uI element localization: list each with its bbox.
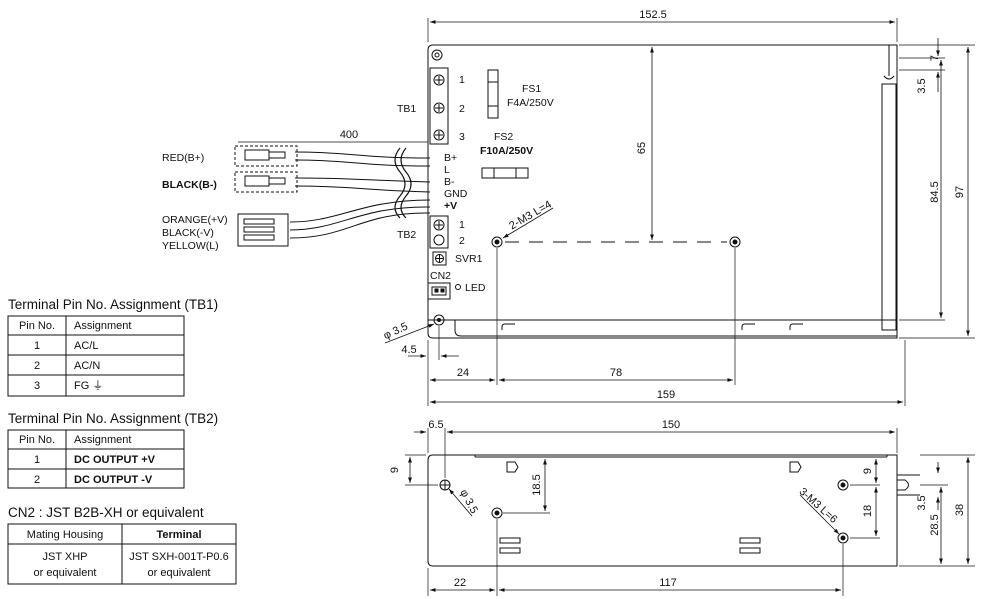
fs2-rating: F10A/250V: [480, 145, 533, 157]
dim-9-right: 9: [862, 468, 874, 474]
dim-6-5: 6.5: [428, 419, 443, 431]
dim-22: 22: [454, 577, 466, 589]
screw-callout-top: 2-M3 L=4: [507, 199, 554, 233]
tb1-header-pin: Pin No.: [19, 320, 55, 332]
dim-97: 97: [954, 186, 966, 198]
wire-length: 400: [340, 129, 358, 141]
tb2-header-assignment: Assignment: [74, 434, 131, 446]
terminal-plus-v: +V: [444, 200, 457, 212]
wire-black-v: BLACK(-V): [162, 227, 214, 239]
dim-3-5-top: 3.5: [916, 78, 928, 93]
dim-18-5: 18.5: [531, 474, 543, 495]
dim-24: 24: [457, 367, 469, 379]
svr1-pot: [432, 251, 447, 266]
tb2-pin-2: 2: [459, 235, 465, 247]
tb1-row3-assign: FG ⏚: [74, 379, 103, 392]
tb2-row1-assign: DC OUTPUT +V: [74, 454, 156, 466]
tb1-pin-2: 2: [459, 103, 465, 115]
fs2-fuse: [481, 167, 529, 179]
terminal-b-plus: B+: [444, 152, 457, 164]
dim-18: 18: [862, 505, 874, 517]
led-label: LED: [465, 282, 486, 294]
wire-orange: ORANGE(+V): [162, 214, 228, 226]
tb1-row3-pin: 3: [34, 380, 40, 392]
cn2-header-housing: Mating Housing: [27, 529, 103, 541]
wire-black: BLACK(B-): [162, 179, 217, 191]
tb1-label: TB1: [397, 103, 416, 115]
tb1-row1-pin: 1: [34, 340, 40, 352]
dim-9-left: 9: [389, 467, 401, 473]
wire-yellow: YELLOW(L): [162, 240, 219, 252]
heatsink-bar: [881, 83, 897, 331]
tb2-row2-pin: 2: [34, 474, 40, 486]
svr1-label: SVR1: [455, 253, 483, 265]
fs1-rating: F4A/250V: [507, 97, 554, 109]
tb2-header-pin: Pin No.: [19, 434, 55, 446]
dim-78: 78: [610, 367, 622, 379]
dim-117: 117: [659, 577, 677, 589]
top-view-outline: [427, 44, 898, 339]
top-view: [234, 18, 975, 406]
screw-callout-side: 3-M3 L=6: [797, 486, 840, 526]
tb2-block: [429, 215, 449, 249]
tb2-label: TB2: [397, 229, 416, 241]
dim-7: 7: [929, 55, 941, 61]
led-indicator: [455, 284, 461, 290]
dim-65: 65: [636, 142, 648, 154]
cn2-table: CN2 : JST B2B-XH or equivalent Mating Ho…: [7, 505, 237, 585]
side-view-outline: [427, 454, 898, 567]
dim-150: 150: [662, 419, 680, 431]
tb2-row1-pin: 1: [34, 454, 40, 466]
dim-3-5-side: 3.5: [916, 495, 928, 510]
tb1-header-assignment: Assignment: [74, 320, 131, 332]
tb1-pin-1: 1: [459, 74, 465, 86]
hole-dia-side: φ 3.5: [457, 488, 480, 516]
cn2-terminal-line2: or equivalent: [148, 567, 211, 579]
dim-38: 38: [954, 504, 966, 516]
tb2-table-title: Terminal Pin No. Assignment (TB2): [8, 411, 218, 426]
cn2-header-terminal: Terminal: [156, 529, 201, 541]
output-connector: [237, 213, 289, 247]
tb1-row2-assign: AC/N: [74, 360, 100, 372]
terminal-b-minus: B-: [444, 176, 455, 188]
tb1-row2-pin: 2: [34, 360, 40, 372]
dim-28-5: 28.5: [929, 514, 941, 535]
tb2-table: Terminal Pin No. Assignment (TB2) Pin No…: [7, 411, 218, 489]
cn2-connector: [427, 282, 451, 300]
tb1-block: [429, 67, 449, 145]
dim-84-5: 84.5: [929, 181, 941, 202]
tb1-table-title: Terminal Pin No. Assignment (TB1): [8, 297, 218, 312]
fs2-label: FS2: [494, 131, 513, 143]
tb2-row2-assign: DC OUTPUT -V: [74, 474, 153, 486]
cn2-terminal-line1: JST SXH-001T-P0.6: [129, 551, 228, 563]
tb1-table: Terminal Pin No. Assignment (TB1) Pin No…: [7, 297, 218, 397]
tb1-row1-assign: AC/L: [74, 340, 98, 352]
cn2-housing-line1: JST XHP: [42, 551, 87, 563]
terminal-gnd: GND: [444, 188, 468, 200]
dim-width-total: 152.5: [639, 9, 667, 21]
fs1-label: FS1: [522, 83, 541, 95]
wire-red: RED(B+): [162, 152, 204, 164]
dim-159: 159: [657, 389, 675, 401]
tb2-pin-1: 1: [459, 219, 465, 231]
fs1-fuse: [487, 69, 499, 119]
side-view: [405, 428, 975, 596]
cn2-housing-line2: or equivalent: [34, 567, 97, 579]
cn2-table-title: CN2 : JST B2B-XH or equivalent: [8, 505, 204, 520]
dim-4-5: 4.5: [401, 344, 416, 356]
cn2-label: CN2: [430, 270, 451, 282]
tb1-pin-3: 3: [459, 131, 465, 143]
terminal-l: L: [444, 164, 450, 176]
